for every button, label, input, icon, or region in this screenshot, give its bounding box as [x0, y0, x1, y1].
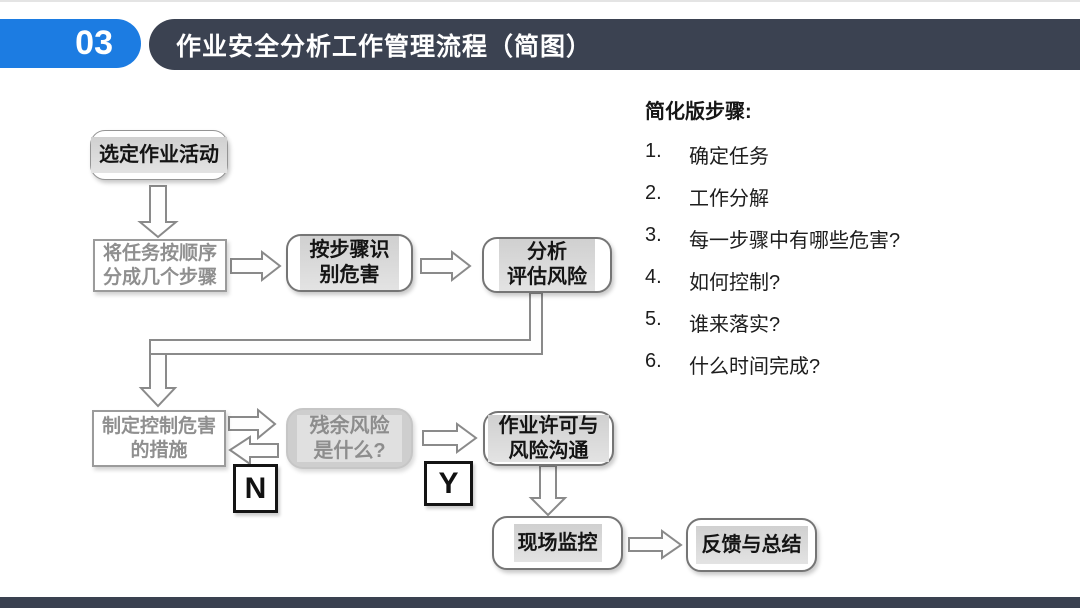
step-number: 6. — [645, 350, 662, 372]
steps-heading: 简化版步骤: — [645, 101, 752, 123]
step-text: 如何控制? — [689, 272, 781, 294]
step-item: 1. 确定任务 — [645, 140, 1045, 169]
node-permit-communication: 作业许可与 风险沟通 — [483, 411, 614, 466]
step-item: 2. 工作分解 — [645, 182, 1045, 211]
slide-title: 作业安全分析工作管理流程（简图） — [176, 32, 593, 61]
node-residual-risk: 残余风险 是什么? — [286, 408, 413, 469]
node-identify-hazards: 按步骤识 别危害 — [286, 234, 413, 292]
node-select-activity: 选定作业活动 — [90, 130, 228, 180]
arrow-identify-to-analyze — [420, 249, 472, 283]
connector-analyze-to-control — [149, 292, 543, 355]
node-site-monitoring-label: 现场监控 — [513, 524, 602, 562]
node-feedback-summary-label: 反馈与总结 — [695, 526, 808, 564]
step-text: 谁来落实? — [689, 314, 781, 336]
step-text: 确定任务 — [689, 146, 769, 168]
node-analyze-risk-label: 分析 评估风险 — [499, 239, 595, 291]
step-number: 3. — [645, 224, 662, 246]
node-analyze-risk: 分析 评估风险 — [482, 237, 612, 293]
arrow-residual-to-permit-yes — [422, 422, 478, 454]
section-number-badge: 03 — [0, 19, 141, 68]
arrow-permit-to-monitoring — [528, 465, 568, 517]
section-number: 03 — [75, 24, 113, 62]
node-divide-task-label: 将任务按顺序 分成几个步骤 — [102, 242, 217, 288]
step-number: 2. — [645, 182, 662, 204]
slide-title-bar: 作业安全分析工作管理流程（简图） — [149, 19, 1080, 70]
node-select-activity-label: 选定作业活动 — [91, 137, 227, 173]
arrow-divide-to-identify — [230, 249, 282, 283]
steps-panel: 简化版步骤: 1. 确定任务 2. 工作分解 3. 每一步骤中有哪些危害? 4.… — [645, 95, 1045, 392]
step-item: 4. 如何控制? — [645, 266, 1045, 295]
arrow-select-to-divide — [137, 185, 179, 239]
arrow-connector-down — [138, 353, 178, 408]
step-text: 每一步骤中有哪些危害? — [689, 230, 901, 252]
step-item: 3. 每一步骤中有哪些危害? — [645, 224, 1045, 253]
step-text: 工作分解 — [689, 188, 769, 210]
node-control-measures-label: 制定控制危害 的措施 — [101, 415, 216, 461]
decision-label-no: N — [233, 464, 278, 513]
decision-label-yes: Y — [424, 461, 473, 506]
step-text: 什么时间完成? — [689, 356, 821, 378]
arrow-residual-to-control-no — [228, 435, 279, 466]
node-divide-task: 将任务按顺序 分成几个步骤 — [93, 239, 227, 292]
arrow-monitoring-to-feedback — [628, 529, 683, 560]
node-control-measures: 制定控制危害 的措施 — [92, 410, 226, 467]
footer-bar — [0, 597, 1080, 608]
node-residual-risk-label: 残余风险 是什么? — [297, 415, 402, 462]
step-item: 6. 什么时间完成? — [645, 350, 1045, 379]
node-identify-hazards-label: 按步骤识 别危害 — [300, 236, 399, 290]
top-border-line — [0, 0, 1080, 2]
step-item: 5. 谁来落实? — [645, 308, 1045, 337]
step-number: 1. — [645, 140, 662, 162]
node-feedback-summary: 反馈与总结 — [686, 518, 817, 572]
step-number: 5. — [645, 308, 662, 330]
node-site-monitoring: 现场监控 — [492, 516, 623, 570]
arrow-control-to-residual — [228, 407, 277, 441]
node-permit-communication-label: 作业许可与 风险沟通 — [488, 415, 609, 462]
step-number: 4. — [645, 266, 662, 288]
